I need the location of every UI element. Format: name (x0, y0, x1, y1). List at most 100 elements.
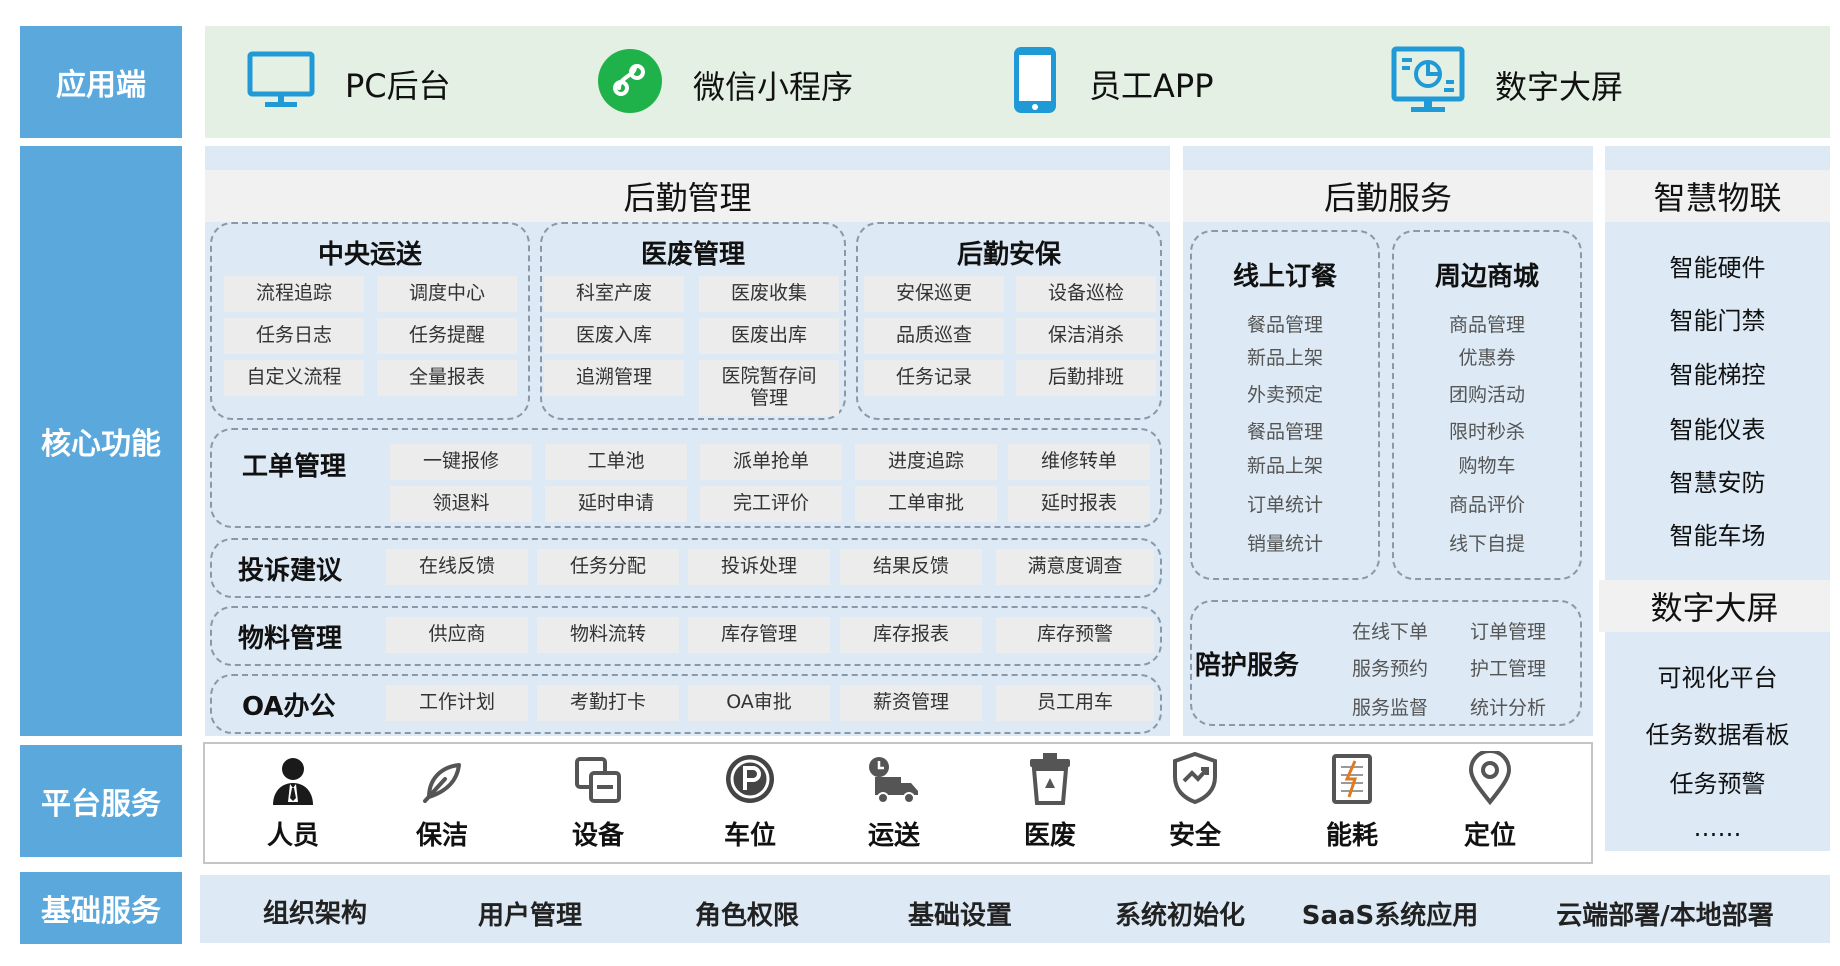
function-cell[interactable]: 满意度调查 (996, 549, 1154, 585)
function-cell[interactable]: 供应商 (386, 617, 528, 653)
function-cell[interactable]: 调度中心 (377, 276, 517, 312)
base-item[interactable]: SaaS系统应用 (1301, 901, 1479, 931)
function-cell[interactable]: 科室产废 (544, 276, 684, 312)
function-cell[interactable]: 维修转单 (1008, 444, 1150, 480)
service-item[interactable]: 新品上架 (1246, 347, 1323, 369)
function-cell[interactable]: 结果反馈 (840, 549, 982, 585)
function-cell[interactable]: 物料流转 (537, 617, 679, 653)
function-cell[interactable]: 完工评价 (700, 486, 842, 522)
function-cell[interactable]: 工作计划 (386, 685, 528, 721)
platform-item-location[interactable]: 定位 (1440, 749, 1540, 852)
function-cell[interactable]: 薪资管理 (840, 685, 982, 721)
function-cell[interactable]: 延时申请 (545, 486, 687, 522)
cleaning-icon (417, 755, 467, 809)
platform-item-energy[interactable]: 能耗 (1302, 752, 1402, 852)
service-item[interactable]: 优惠券 (1458, 347, 1516, 369)
function-cell[interactable]: 任务提醒 (377, 318, 517, 354)
function-cell[interactable]: 医废出库 (699, 318, 839, 354)
wechat-miniprogram-icon (597, 48, 663, 122)
function-cell[interactable]: 流程追踪 (224, 276, 364, 312)
function-cell[interactable]: OA审批 (688, 685, 830, 721)
service-item[interactable]: 餐品管理 (1246, 421, 1323, 443)
base-band: 组织架构 用户管理 角色权限 基础设置 系统初始化 SaaS系统应用 云端部署/… (200, 875, 1830, 943)
base-item[interactable]: 系统初始化 (1114, 901, 1245, 931)
function-cell[interactable]: 库存预警 (996, 617, 1154, 653)
function-cell[interactable]: 医院暂存间管理 (699, 360, 839, 416)
screen-item[interactable]: 可视化平台 (1657, 664, 1778, 692)
function-cell[interactable]: 品质巡查 (864, 318, 1004, 354)
function-cell[interactable]: 库存管理 (688, 617, 830, 653)
sidebar-core-label: 核心功能 (20, 146, 182, 736)
screen-item[interactable]: 任务数据看板 (1645, 721, 1790, 749)
service-item[interactable]: 销量统计 (1246, 533, 1323, 555)
function-cell[interactable]: 任务记录 (864, 360, 1004, 396)
function-cell[interactable]: 后勤排班 (1016, 360, 1156, 396)
base-item[interactable]: 用户管理 (477, 901, 582, 931)
platform-item-device[interactable]: 设备 (548, 752, 648, 852)
function-cell[interactable]: 医废入库 (544, 318, 684, 354)
service-item[interactable]: 订单管理 (1469, 621, 1546, 643)
service-item[interactable]: 购物车 (1458, 455, 1516, 477)
service-item[interactable]: 护工管理 (1469, 658, 1546, 680)
service-item[interactable]: 订单统计 (1246, 494, 1323, 516)
base-item[interactable]: 角色权限 (694, 901, 799, 931)
service-item[interactable]: 团购活动 (1448, 384, 1525, 406)
function-cell[interactable]: 工单池 (545, 444, 687, 480)
platform-item-person[interactable]: 人员 (243, 752, 343, 852)
base-item[interactable]: 云端部署/本地部署 (1556, 901, 1774, 931)
service-item[interactable]: 线下自提 (1448, 533, 1525, 555)
row-title: 陪护服务 (1195, 650, 1300, 681)
iot-item[interactable]: 智能梯控 (1669, 361, 1766, 389)
function-cell[interactable]: 在线反馈 (386, 549, 528, 585)
function-cell[interactable]: 追溯管理 (544, 360, 684, 396)
service-item[interactable]: 限时秒杀 (1448, 421, 1525, 443)
function-cell[interactable]: 投诉处理 (688, 549, 830, 585)
service-item[interactable]: 服务预约 (1351, 658, 1428, 680)
service-item[interactable]: 统计分析 (1469, 697, 1546, 719)
service-item[interactable]: 外卖预定 (1246, 384, 1323, 406)
platform-item-safety[interactable]: 安全 (1145, 751, 1245, 852)
function-cell[interactable]: 派单抢单 (700, 444, 842, 480)
service-item[interactable]: 商品评价 (1448, 494, 1525, 516)
function-cell[interactable]: 自定义流程 (224, 360, 364, 396)
function-cell[interactable]: 全量报表 (377, 360, 517, 396)
function-cell[interactable]: 延时报表 (1008, 486, 1150, 522)
function-cell[interactable]: 领退料 (390, 486, 532, 522)
app-staff[interactable]: 员工APP (1011, 44, 1214, 124)
function-cell[interactable]: 考勤打卡 (537, 685, 679, 721)
function-cell[interactable]: 一键报修 (390, 444, 532, 480)
app-screen[interactable]: 数字大屏 (1391, 46, 1623, 124)
app-pc[interactable]: PC后台 (247, 51, 451, 117)
function-cell[interactable]: 任务日志 (224, 318, 364, 354)
iot-item[interactable]: 智能仪表 (1669, 416, 1766, 444)
function-cell[interactable]: 员工用车 (996, 685, 1154, 721)
screen-item[interactable]: 任务预警 (1669, 770, 1766, 798)
base-item[interactable]: 组织架构 (262, 899, 367, 929)
function-cell[interactable]: 库存报表 (840, 617, 982, 653)
iot-item[interactable]: 智能门禁 (1669, 307, 1766, 335)
function-cell[interactable]: 保洁消杀 (1016, 318, 1156, 354)
iot-item[interactable]: 智能车场 (1669, 522, 1766, 550)
service-item[interactable]: 新品上架 (1246, 455, 1323, 477)
group-medical-waste (540, 222, 846, 420)
app-wechat[interactable]: 微信小程序 (597, 48, 853, 122)
function-cell[interactable]: 工单审批 (855, 486, 997, 522)
platform-item-cleaning[interactable]: 保洁 (392, 752, 492, 852)
platform-item-delivery[interactable]: 运送 (844, 752, 944, 852)
platform-item-waste[interactable]: 医废 (1000, 752, 1100, 852)
iot-item[interactable]: 智慧安防 (1669, 469, 1766, 497)
iot-item[interactable]: 智能硬件 (1669, 254, 1766, 282)
phone-icon (1011, 44, 1059, 124)
base-item[interactable]: 基础设置 (907, 901, 1012, 931)
platform-item-parking[interactable]: 车位 (700, 752, 800, 852)
service-item[interactable]: 商品管理 (1448, 314, 1525, 336)
function-cell[interactable]: 医废收集 (699, 276, 839, 312)
service-item[interactable]: 在线下单 (1351, 621, 1428, 643)
function-cell[interactable]: 设备巡检 (1016, 276, 1156, 312)
function-cell[interactable]: 进度追踪 (855, 444, 997, 480)
function-cell[interactable]: 安保巡更 (864, 276, 1004, 312)
group-title: 线上订餐 (1232, 262, 1337, 292)
service-item[interactable]: 餐品管理 (1246, 314, 1323, 336)
service-item[interactable]: 服务监督 (1351, 697, 1428, 719)
function-cell[interactable]: 任务分配 (537, 549, 679, 585)
